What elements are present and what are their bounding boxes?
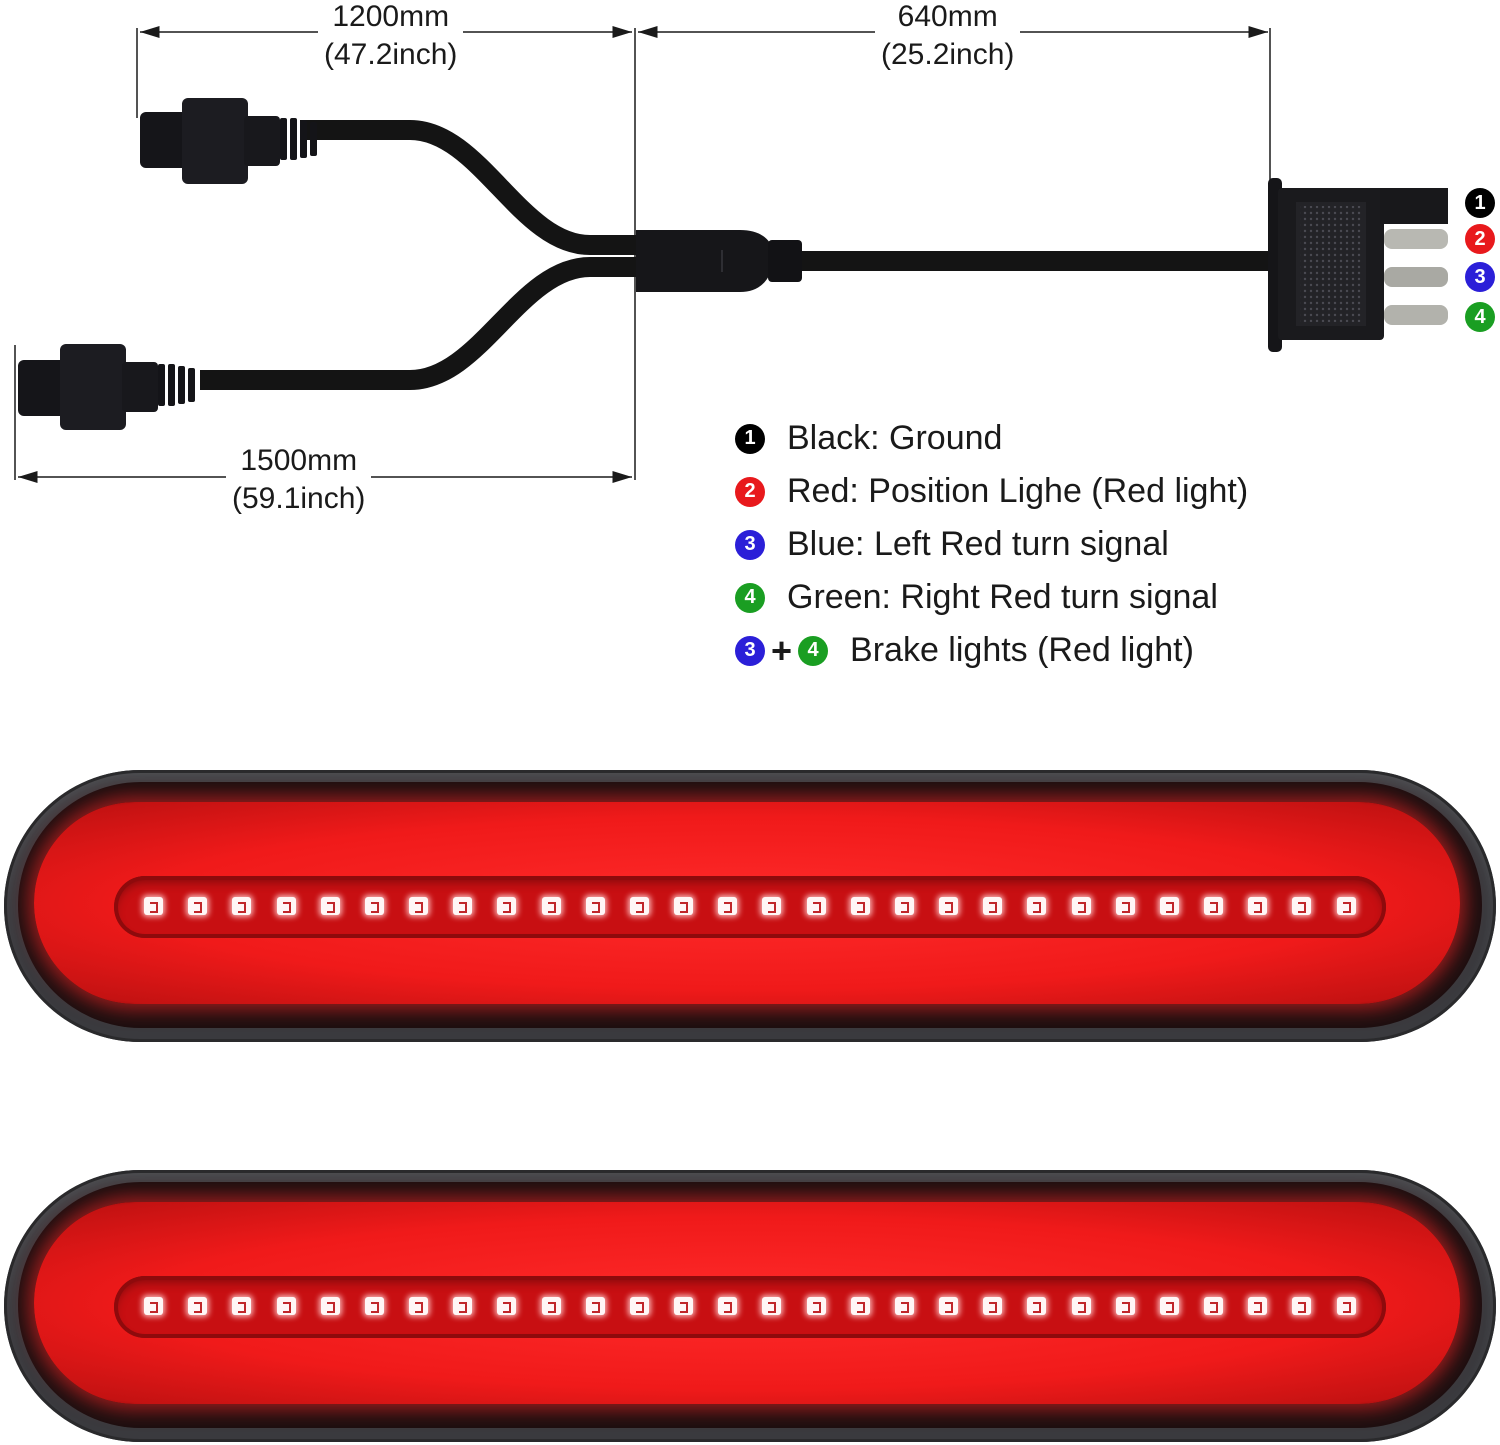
led-chip-icon [718, 897, 738, 915]
led-chip-icon [850, 897, 870, 915]
led-chip-icon [1248, 897, 1268, 915]
red-badge-icon: 2 [735, 476, 765, 507]
led-chip-icon [232, 1297, 252, 1315]
led-chip-icon [1071, 897, 1091, 915]
led-chip-icon [232, 897, 252, 915]
led-chip-icon [1248, 1297, 1268, 1315]
wire-color-legend: 1 Black: Ground 2 Red: Position Lighe (R… [735, 412, 1248, 677]
led-chip-icon [1071, 1297, 1091, 1315]
light-bar-2 [4, 1170, 1496, 1442]
legend-item-right-turn: 4 Green: Right Red turn signal [735, 571, 1248, 624]
led-channel [114, 1276, 1386, 1338]
led-chip-icon [894, 1297, 914, 1315]
dimension-upper-branch: 1200mm (47.2inch) [318, 0, 464, 74]
lower-round-connector [18, 344, 195, 430]
legend-text: Blue: Left Red turn signal [787, 525, 1169, 563]
green-badge-icon: 4 [735, 582, 765, 613]
led-chip-icon [983, 897, 1003, 915]
led-row [144, 1297, 1356, 1317]
upper-round-connector [140, 98, 317, 184]
led-chip-icon [1115, 897, 1135, 915]
dimension-trunk: 640mm (25.2inch) [875, 0, 1021, 74]
led-chip-icon [320, 897, 340, 915]
led-chip-icon [1027, 897, 1047, 915]
led-chip-icon [1204, 1297, 1224, 1315]
legend-text: Black: Ground [787, 419, 1003, 457]
led-chip-icon [453, 897, 473, 915]
legend-text: Brake lights (Red light) [850, 631, 1194, 669]
four-pin-flat-connector [1268, 178, 1448, 352]
light-bar-1 [4, 770, 1496, 1042]
led-chip-icon [276, 1297, 296, 1315]
led-chip-icon [409, 897, 429, 915]
legend-item-position-light: 2 Red: Position Lighe (Red light) [735, 465, 1248, 518]
led-chip-icon [188, 897, 208, 915]
dimension-upper-branch-mm: 1200mm [332, 0, 450, 33]
pin-badge-4: 4 [1465, 302, 1495, 332]
led-chip-icon [497, 1297, 517, 1315]
led-chip-icon [541, 897, 561, 915]
led-chip-icon [762, 897, 782, 915]
dimension-upper-branch-inch: (47.2inch) [324, 38, 458, 71]
legend-item-ground: 1 Black: Ground [735, 412, 1248, 465]
dimension-lower-branch-mm: 1500mm [240, 444, 358, 477]
led-chip-icon [585, 897, 605, 915]
legend-item-left-turn: 3 Blue: Left Red turn signal [735, 518, 1248, 571]
legend-text: Green: Right Red turn signal [787, 578, 1218, 616]
pin-badge-3: 3 [1465, 262, 1495, 292]
led-chip-icon [894, 897, 914, 915]
led-chip-icon [629, 897, 649, 915]
led-chip-icon [762, 1297, 782, 1315]
led-chip-icon [276, 897, 296, 915]
pin-badge-1: 1 [1465, 188, 1495, 218]
led-chip-icon [1159, 897, 1179, 915]
led-chip-icon [585, 1297, 605, 1315]
led-chip-icon [1292, 897, 1312, 915]
led-chip-icon [1204, 897, 1224, 915]
led-chip-icon [144, 1297, 163, 1315]
led-chip-icon [497, 897, 517, 915]
harness-illustration [14, 26, 1448, 483]
led-chip-icon [1027, 1297, 1047, 1315]
y-splitter [636, 230, 802, 292]
led-chip-icon [1292, 1297, 1312, 1315]
dimension-trunk-mm: 640mm [897, 0, 998, 33]
plus-sign: + [771, 629, 793, 671]
led-chip-icon [939, 897, 959, 915]
led-chip-icon [1159, 1297, 1179, 1315]
green-badge-icon: 4 [798, 635, 829, 666]
led-chip-icon [674, 897, 694, 915]
led-chip-icon [850, 1297, 870, 1315]
led-chip-icon [806, 897, 826, 915]
blue-badge-icon: 3 [735, 635, 765, 666]
led-chip-icon [674, 1297, 694, 1315]
led-chip-icon [629, 1297, 649, 1315]
legend-text: Red: Position Lighe (Red light) [787, 472, 1249, 510]
led-chip-icon [806, 1297, 826, 1315]
led-chip-icon [364, 897, 384, 915]
led-chip-icon [188, 1297, 208, 1315]
wiring-harness-diagram: 1200mm (47.2inch) 640mm (25.2inch) 1500m… [0, 0, 1500, 700]
legend-item-brake: 3 + 4 Brake lights (Red light) [735, 624, 1248, 677]
black-badge-icon: 1 [735, 423, 765, 454]
dimension-lower-branch: 1500mm (59.1inch) [226, 442, 372, 518]
led-chip-icon [320, 1297, 340, 1315]
blue-badge-icon: 3 [735, 529, 765, 560]
led-chip-icon [1336, 1297, 1356, 1315]
led-chip-icon [939, 1297, 959, 1315]
led-chip-icon [1115, 1297, 1135, 1315]
led-chip-icon [144, 897, 163, 915]
led-chip-icon [364, 1297, 384, 1315]
led-chip-icon [453, 1297, 473, 1315]
led-chip-icon [1336, 897, 1356, 915]
led-chip-icon [541, 1297, 561, 1315]
led-chip-icon [718, 1297, 738, 1315]
dimension-lower-branch-inch: (59.1inch) [232, 482, 366, 515]
pin-badge-2: 2 [1465, 224, 1495, 254]
led-chip-icon [409, 1297, 429, 1315]
led-channel [114, 876, 1386, 938]
led-chip-icon [983, 1297, 1003, 1315]
dimension-trunk-inch: (25.2inch) [881, 38, 1015, 71]
led-row [144, 897, 1356, 917]
